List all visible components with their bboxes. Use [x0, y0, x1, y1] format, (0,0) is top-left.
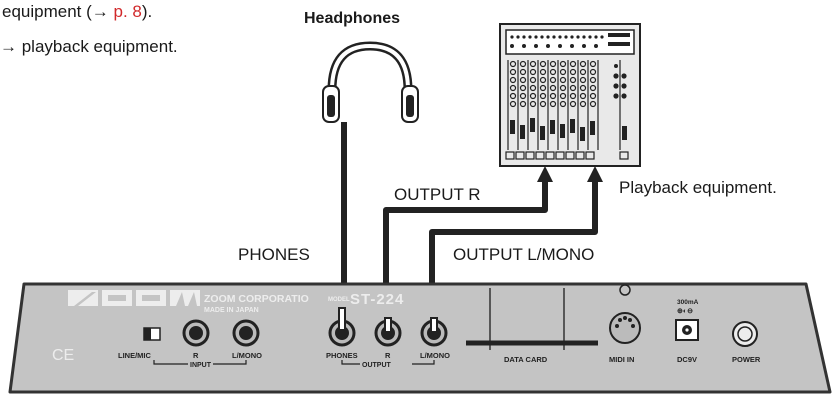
panel-model-prefix: MODEL	[328, 297, 350, 303]
cable-output-l-mono	[429, 178, 598, 325]
midi-in-port	[609, 284, 641, 344]
label-data-card: DATA CARD	[504, 355, 548, 364]
panel-model: ST-224	[350, 291, 404, 308]
intro-line-1: equipment (→ p. 8).	[2, 2, 152, 22]
label-headphones: Headphones	[304, 10, 401, 27]
label-output-l-mono: OUTPUT L/MONO	[453, 245, 595, 264]
label-input-l-mono: L/MONO	[232, 351, 262, 360]
label-line-mic: LINE/MIC	[118, 351, 151, 360]
panel-made-in: MADE IN JAPAN	[204, 307, 259, 314]
zoom-logo	[68, 290, 200, 306]
label-output-l-mono-panel: L/MONO	[420, 351, 450, 360]
label-output-r-panel: R	[385, 351, 391, 360]
label-polarity: ⊕◐⊖	[677, 308, 693, 315]
label-dc9v: DC9V	[677, 355, 697, 364]
label-current: 300mA	[677, 299, 699, 306]
cable-output-r	[383, 178, 548, 325]
label-power: POWER	[732, 355, 761, 364]
dc-jack	[675, 319, 699, 341]
label-panel-phones: PHONES	[326, 351, 358, 360]
label-playback-equipment: Playback equipment.	[619, 178, 777, 197]
intro-suffix: ).	[141, 2, 153, 21]
mixer-icon	[499, 23, 641, 167]
panel-corp: ZOOM CORPORATIO	[204, 293, 309, 305]
label-midi-in: MIDI IN	[609, 355, 634, 364]
arrow-heads	[537, 166, 603, 182]
label-phones: PHONES	[238, 245, 310, 264]
headphones-icon	[322, 41, 419, 123]
label-output: OUTPUT	[362, 362, 392, 369]
ce-mark: CE	[52, 347, 74, 364]
intro-line-2: → playback equipment.	[0, 37, 178, 56]
label-input-r: R	[193, 351, 199, 360]
arrow-glyph: →	[91, 2, 109, 21]
intro-text: equipment (	[2, 2, 92, 21]
label-output-r: OUTPUT R	[394, 185, 481, 204]
label-input: INPUT	[190, 362, 212, 369]
rear-panel	[8, 282, 832, 394]
power-switch	[732, 321, 758, 347]
page-link[interactable]: p. 8	[113, 2, 142, 21]
